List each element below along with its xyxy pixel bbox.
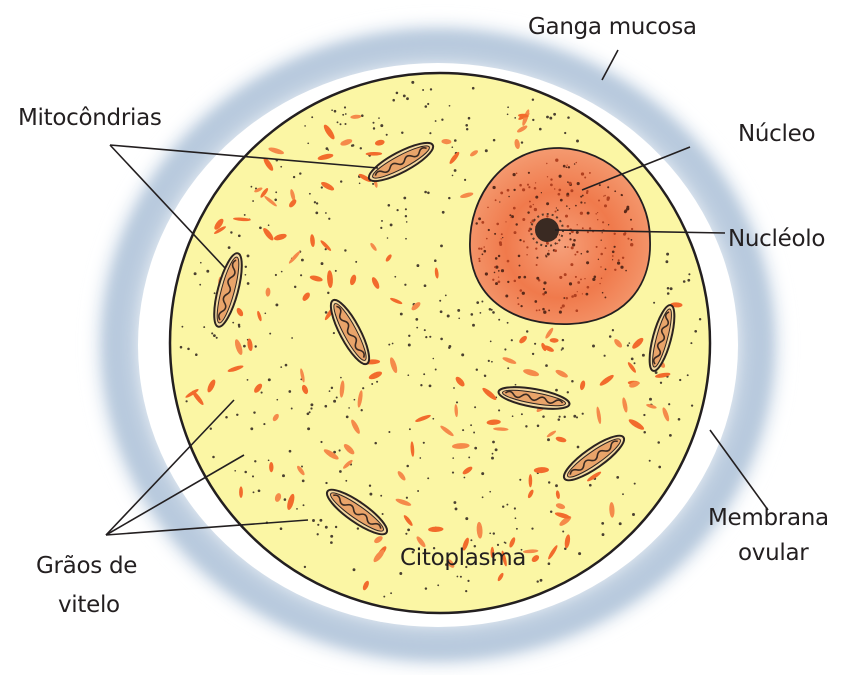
label-citoplasma: Citoplasma (400, 545, 526, 571)
label-membrana-line2: ovular (738, 540, 809, 566)
label-mitocondrias: Mitocôndrias (18, 105, 162, 131)
label-membrana-line1: Membrana (708, 505, 829, 531)
label-nucleo: Núcleo (738, 121, 815, 147)
label-graos-line1: Grãos de (36, 553, 137, 579)
label-graos-line2: vitelo (58, 592, 120, 618)
label-ganga-mucosa: Ganga mucosa (528, 14, 697, 40)
label-nucleolo: Nucléolo (728, 226, 825, 252)
